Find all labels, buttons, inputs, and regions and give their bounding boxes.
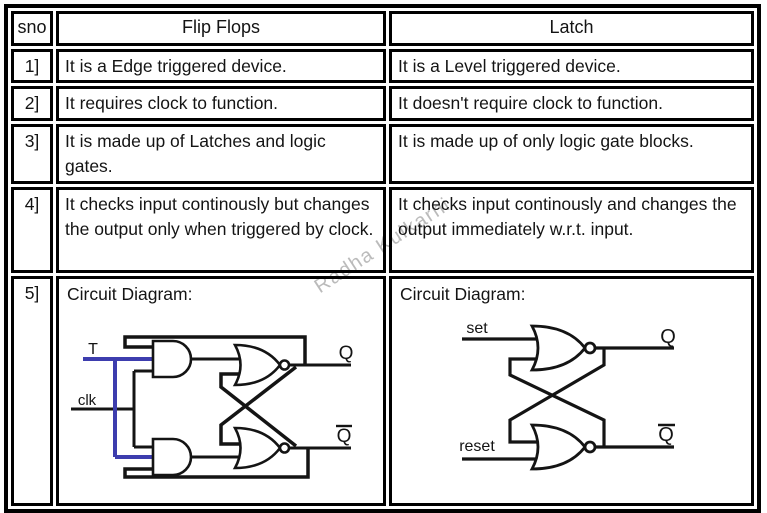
header-flip-flops: Flip Flops	[56, 11, 386, 46]
table-header-row: sno Flip Flops Latch	[11, 11, 754, 46]
q-bar-output-label: Q	[658, 424, 674, 446]
latch-point-4: It checks input continously and changes …	[389, 186, 754, 273]
q-output-wires	[288, 363, 351, 450]
header-sno: sno	[11, 11, 53, 46]
table-row: 1] It is a Edge triggered device. It is …	[11, 48, 754, 84]
flipflop-point-2: It requires clock to function.	[56, 86, 386, 122]
q-output-label: Q	[660, 326, 676, 348]
flipflop-point-3: It is made up of Latches and logic gates…	[56, 124, 386, 184]
nor-gate-top	[232, 343, 282, 387]
q-bar-output-label: Q	[337, 426, 352, 447]
latch-circuit-cell: Circuit Diagram: set reset	[389, 275, 754, 506]
flipflop-circuit-diagram: T clk Q Q	[71, 335, 354, 479]
row-number: 3]	[11, 124, 53, 184]
row-number: 2]	[11, 86, 53, 122]
latch-point-1: It is a Level triggered device.	[389, 48, 754, 84]
inverter-bubble-top	[278, 359, 291, 371]
table-row: 4] It checks input continously but chang…	[11, 186, 754, 273]
comparison-table: sno Flip Flops Latch 1] It is a Edge tri…	[4, 4, 761, 513]
and-gate-top	[151, 339, 193, 379]
nor-gate-bottom	[232, 426, 282, 470]
clk-wire	[71, 369, 155, 449]
table-row-circuit-diagrams: 5] Circuit Diagram:	[11, 275, 754, 506]
table-row: 3] It is made up of Latches and logic ga…	[11, 124, 754, 184]
feedback-rail-top	[123, 335, 307, 365]
latch-point-2: It doesn't require clock to function.	[389, 86, 754, 122]
flipflop-circuit-cell: Circuit Diagram:	[56, 275, 386, 506]
flipflop-point-4: It checks input continously but changes …	[56, 186, 386, 273]
q-output-label: Q	[339, 343, 354, 364]
row-number: 5]	[11, 275, 53, 506]
and-output-wires	[185, 357, 245, 459]
flipflop-point-1: It is a Edge triggered device.	[56, 48, 386, 84]
and-gate-bottom	[151, 437, 193, 477]
feedback-rail-bottom	[123, 447, 310, 479]
reset-input-label: reset	[459, 438, 495, 455]
t-wire	[83, 356, 155, 459]
inverter-bubble-top	[583, 341, 597, 355]
cross-couple-wire-down	[508, 347, 606, 444]
cross-couple-wire-down	[219, 365, 298, 446]
latch-circuit-diagram: set reset Q Q	[459, 320, 676, 471]
inverter-bubble-bottom	[583, 440, 597, 454]
header-latch: Latch	[389, 11, 754, 46]
t-input-label: T	[88, 341, 98, 358]
nor-gate-top	[529, 324, 587, 372]
row-number: 4]	[11, 186, 53, 273]
circuit-diagram-heading: Circuit Diagram:	[67, 283, 193, 304]
row-number: 1]	[11, 48, 53, 84]
circuit-diagram-heading: Circuit Diagram:	[400, 283, 526, 304]
cross-couple-wire-up	[508, 357, 606, 447]
cross-couple-wire-up	[219, 372, 298, 448]
inverter-bubble-bottom	[278, 442, 291, 454]
clk-input-label: clk	[78, 392, 97, 409]
latch-point-3: It is made up of only logic gate blocks.	[389, 124, 754, 184]
set-input-label: set	[466, 320, 488, 337]
nor-gate-bottom	[529, 423, 587, 471]
table-row: 2] It requires clock to function. It doe…	[11, 86, 754, 122]
